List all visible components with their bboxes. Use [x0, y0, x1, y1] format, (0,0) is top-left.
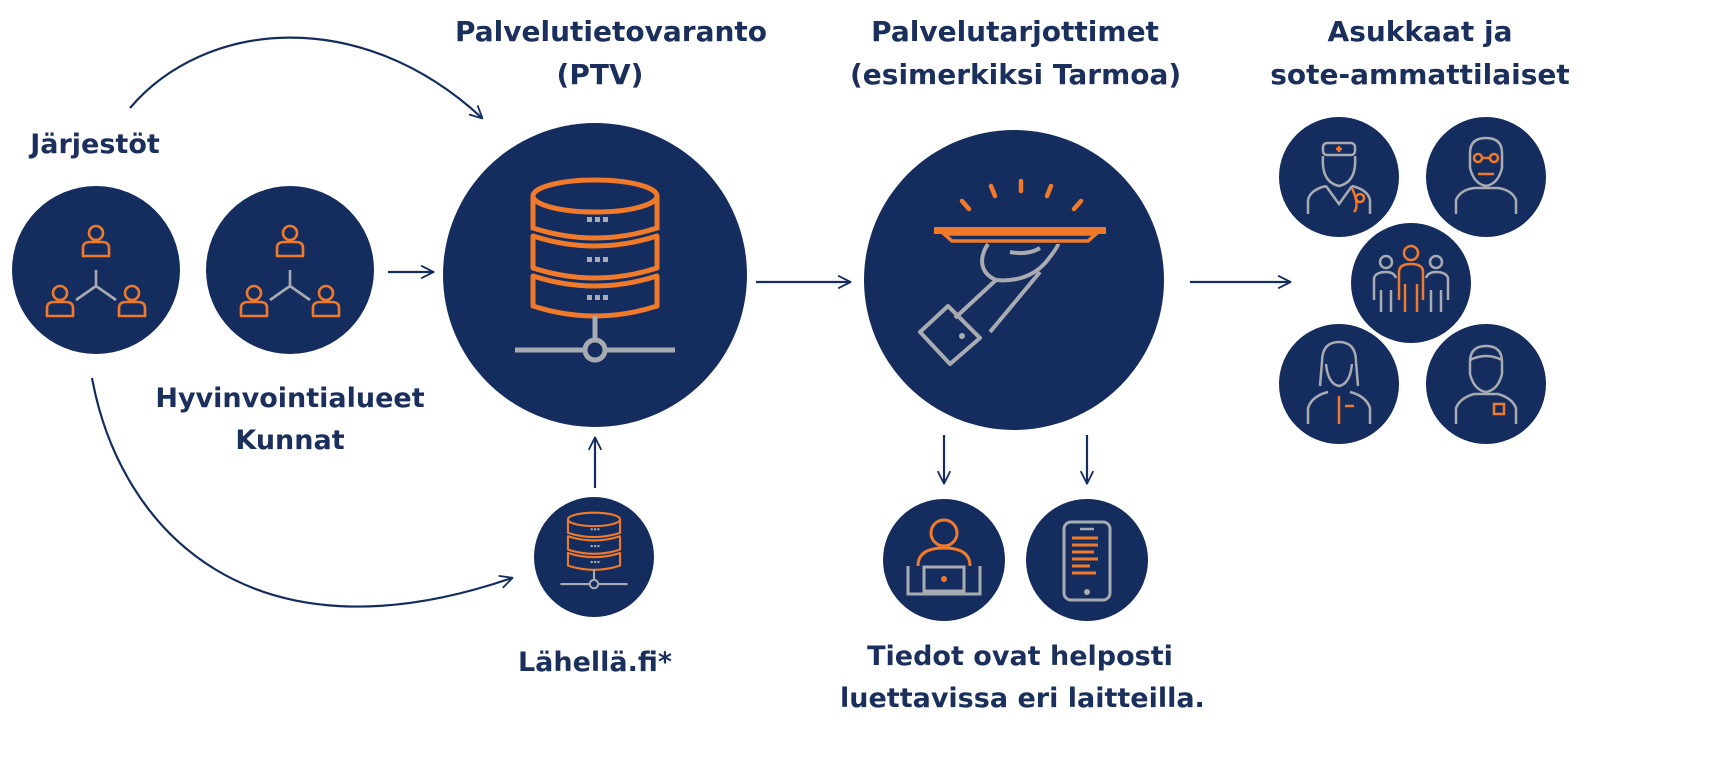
- ptv-title-line1: Palvelutietovaranto: [455, 15, 768, 48]
- regions-label-line2: Kunnat: [235, 425, 345, 456]
- people-network-icon: [206, 186, 374, 354]
- info-text: Tiedot ovat helposti luettavissa eri lai…: [840, 636, 1205, 720]
- family-icon: [1351, 223, 1471, 343]
- providers-title: Palvelutarjottimet (esimerkiksi Tarmoa): [850, 10, 1182, 96]
- info-text-line1: Tiedot ovat helposti: [867, 641, 1173, 672]
- providers-title-line1: Palvelutarjottimet: [871, 15, 1159, 48]
- regions-label-line1: Hyvinvointialueet: [155, 383, 425, 414]
- ptv-title: Palvelutietovaranto (PTV): [455, 10, 768, 96]
- residents-title: Asukkaat ja sote-ammattilaiset: [1260, 10, 1580, 96]
- curve-arrow-to-ptv: [129, 36, 482, 118]
- organizations-label: Järjestöt: [30, 129, 160, 160]
- people-network-icon: [12, 186, 180, 354]
- info-text-line2: luettavissa eri laitteilla.: [840, 683, 1205, 714]
- residents-title-line1: Asukkaat ja: [1327, 15, 1513, 48]
- nurse-icon: [1279, 324, 1399, 444]
- ptv-title-line2: (PTV): [556, 58, 644, 91]
- database-server-icon: [443, 123, 747, 427]
- curve-arrow-to-lahella: [90, 377, 512, 608]
- lahella-label: Lähellä.fi*: [517, 647, 673, 678]
- person-at-laptop-icon: [883, 499, 1005, 621]
- doctor-icon: [1279, 117, 1399, 237]
- person-badge-icon: [1426, 324, 1546, 444]
- residents-title-line2: sote-ammattilaiset: [1270, 58, 1570, 91]
- hand-serving-tray-icon: [864, 130, 1164, 430]
- smartphone-icon: [1026, 499, 1148, 621]
- providers-title-line2: (esimerkiksi Tarmoa): [850, 58, 1182, 91]
- database-server-icon: [534, 497, 654, 617]
- senior-person-icon: [1426, 117, 1546, 237]
- regions-label: Hyvinvointialueet Kunnat: [150, 378, 430, 462]
